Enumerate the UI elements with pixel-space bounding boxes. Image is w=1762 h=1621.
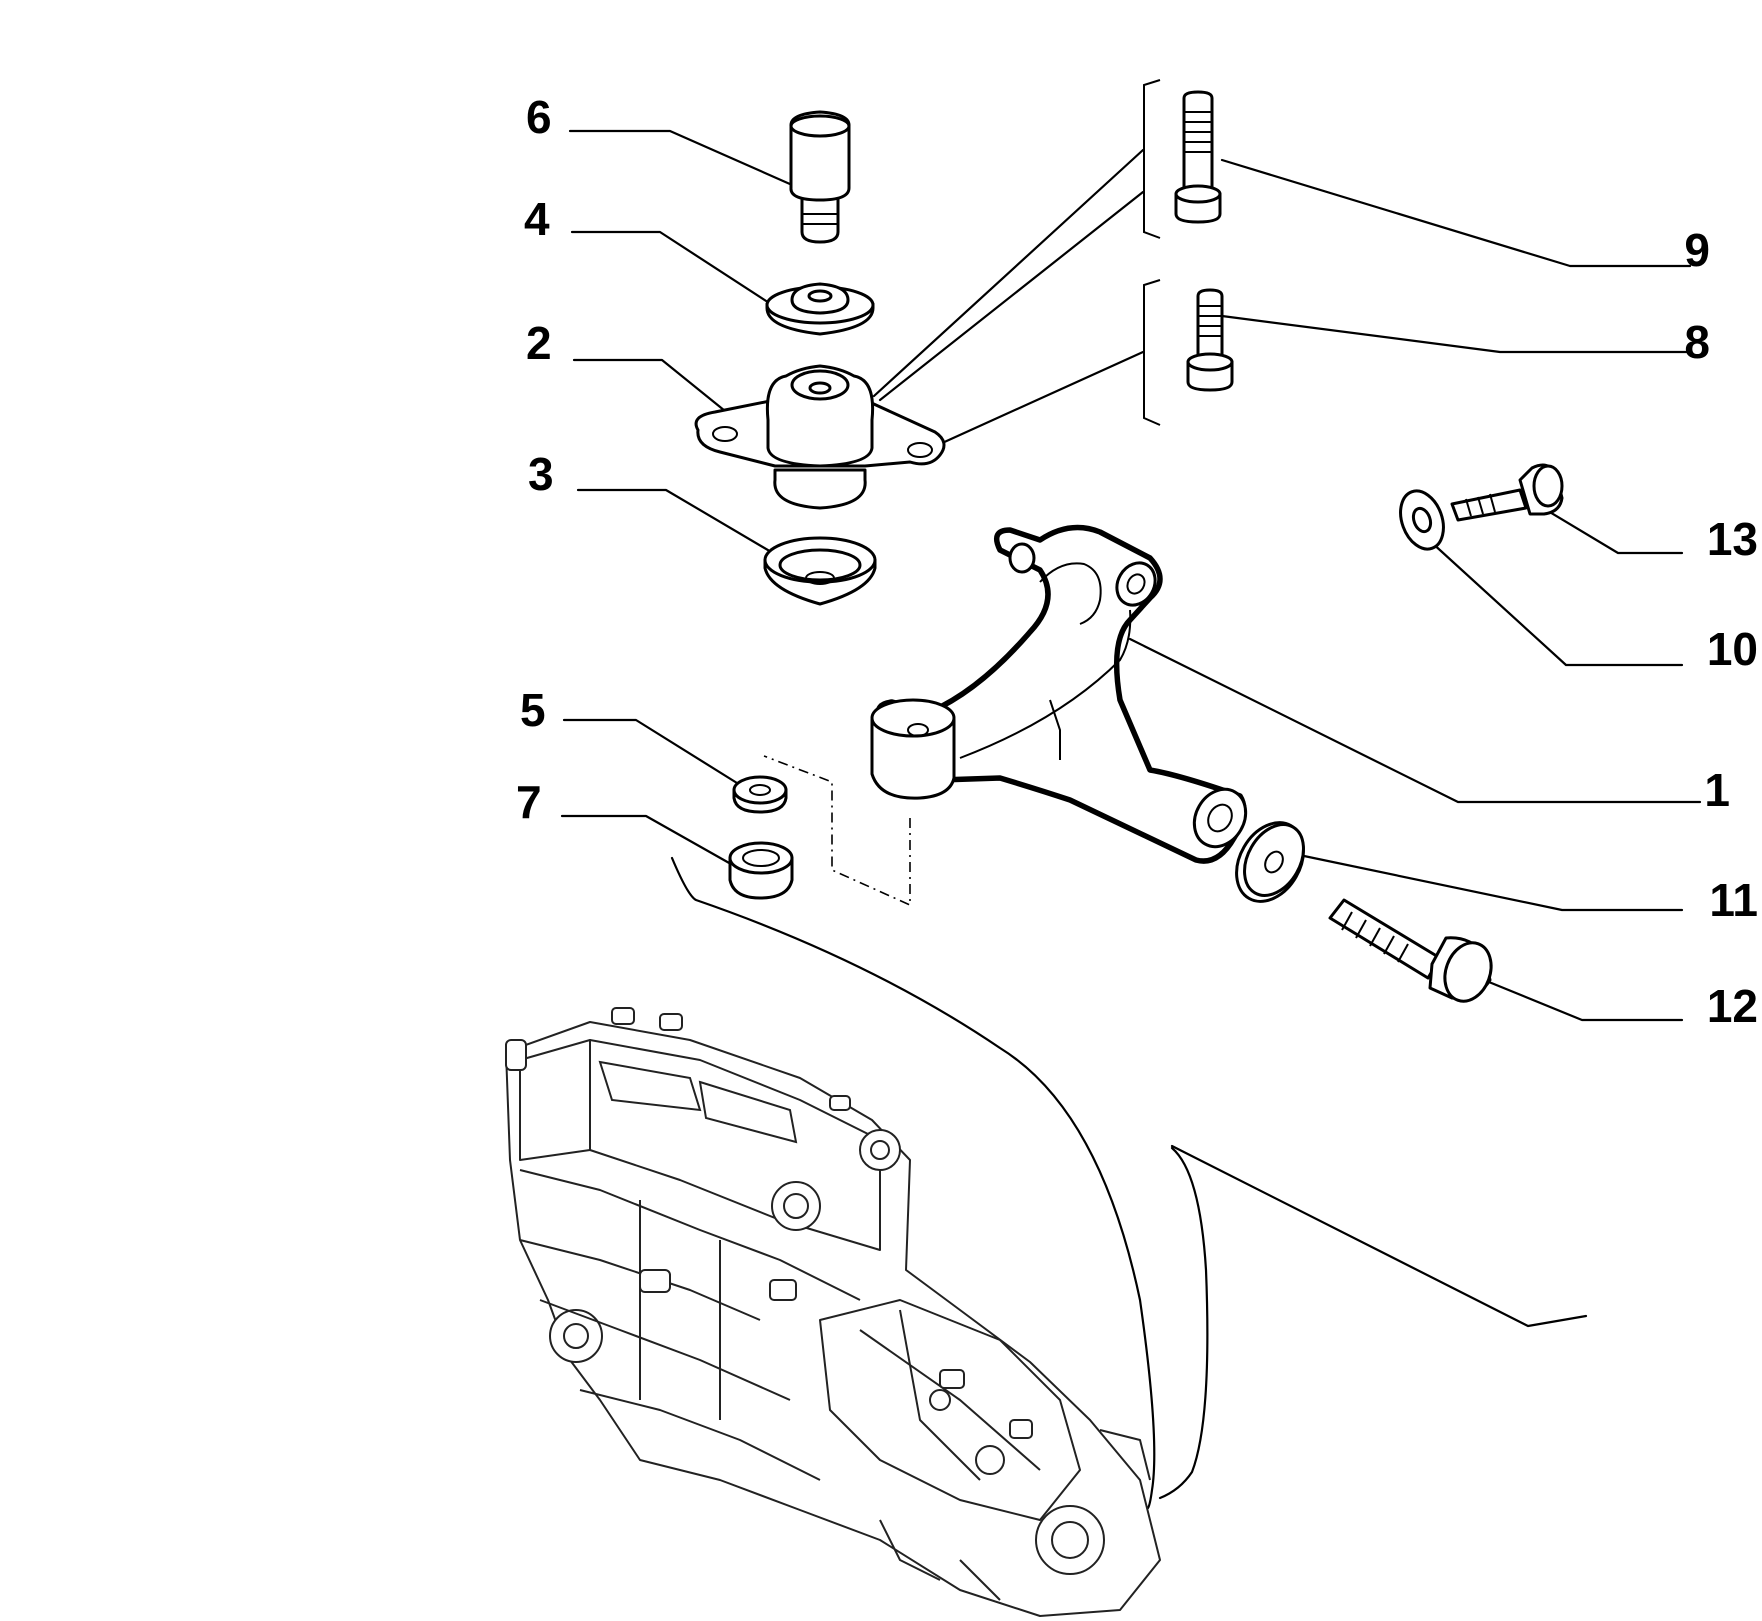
leader-11 [1302, 854, 1684, 912]
leader-3 [576, 488, 780, 558]
callout-5: 5 [520, 684, 546, 736]
callout-4: 4 [524, 193, 550, 245]
part-1-support-bracket [870, 524, 1248, 864]
leader-4 [570, 230, 782, 312]
callout-7: 7 [516, 776, 542, 828]
callout-3: 3 [528, 448, 554, 500]
part-7-bushing [728, 841, 794, 900]
callout-12: 12 [1707, 980, 1758, 1032]
leader-13 [1536, 503, 1684, 555]
bolt-group-brackets [872, 79, 1161, 446]
leader-8 [1220, 314, 1692, 354]
part-3-lower-cup [763, 536, 877, 606]
part-11-large-washer [1235, 821, 1305, 903]
callout-9: 9 [1684, 224, 1710, 276]
leader-9 [1220, 158, 1692, 268]
part-12-bracket-bolt [1328, 898, 1493, 1003]
location-indicator-lines [670, 856, 1588, 1510]
callout-10: 10 [1707, 623, 1758, 675]
leader-lines [560, 129, 1702, 1022]
leader-5 [562, 718, 747, 790]
part-5-bushing-washer [732, 775, 788, 814]
callout-2: 2 [526, 317, 552, 369]
part-4-upper-washer [765, 282, 875, 336]
part-9-upper-bolt [1174, 90, 1222, 224]
part-13-bolt [1450, 463, 1564, 522]
callout-13: 13 [1707, 513, 1758, 565]
part-6-stud-bolt [789, 110, 851, 244]
engine-gearbox-assembly [505, 1007, 1161, 1617]
part-10-washer [1399, 489, 1445, 551]
part-8-lower-bolt [1186, 288, 1234, 392]
callout-6: 6 [526, 91, 552, 143]
part-2-rubber-mount [694, 364, 946, 510]
leader-2 [572, 358, 732, 417]
callout-1: 1 [1704, 764, 1730, 816]
leader-7 [560, 814, 740, 870]
callout-11: 11 [1709, 874, 1758, 926]
leader-6 [568, 129, 810, 194]
leader-12 [1482, 978, 1684, 1022]
leader-10 [1428, 539, 1684, 667]
callout-8: 8 [1684, 316, 1710, 368]
leader-1 [1128, 637, 1702, 804]
